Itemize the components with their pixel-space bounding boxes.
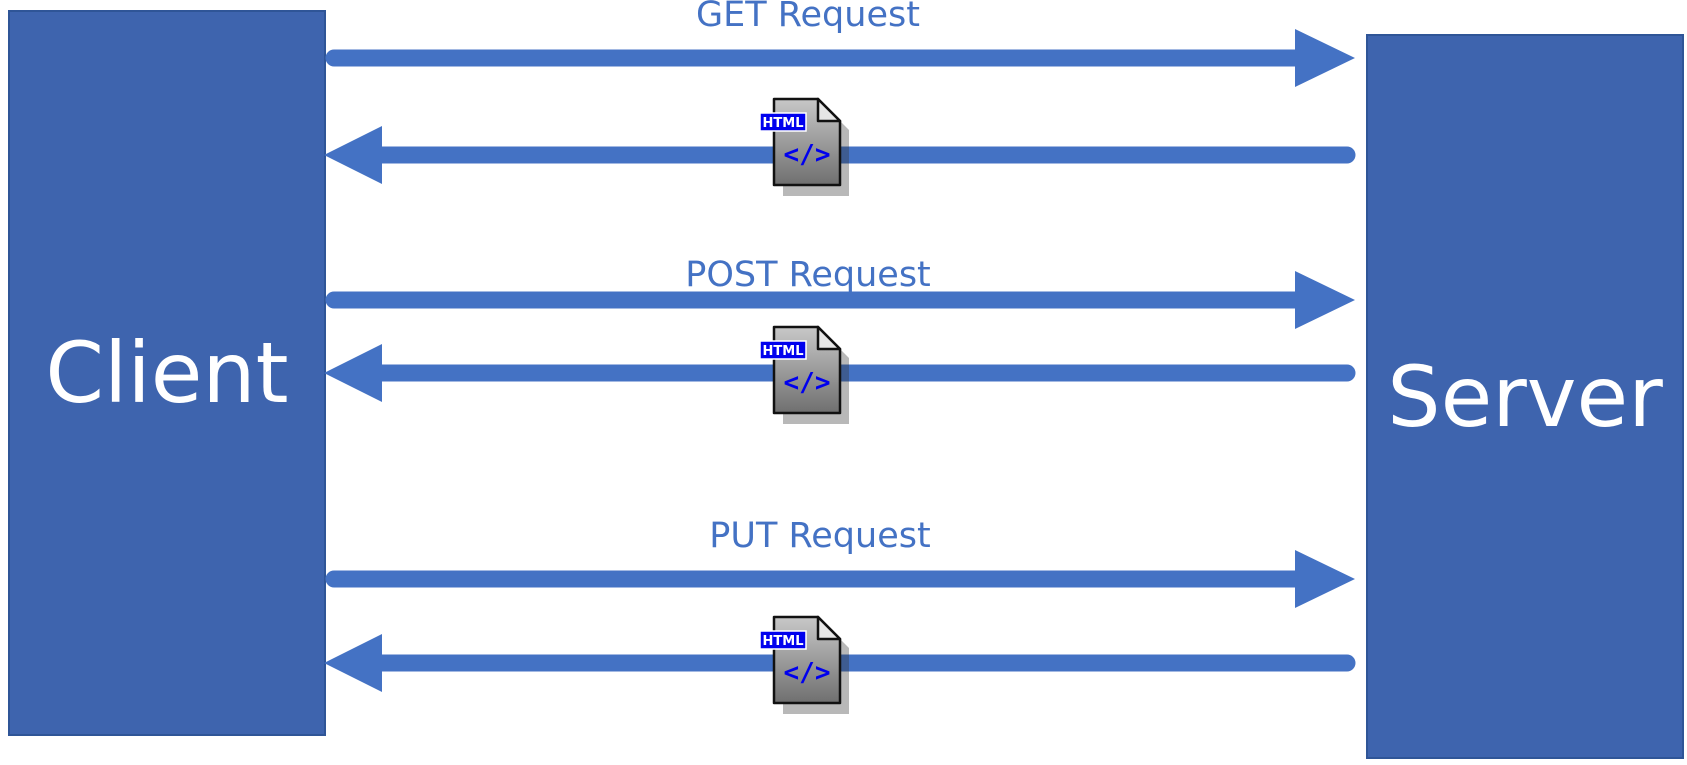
server-label: Server [1387, 347, 1663, 446]
put-request-label: PUT Request [709, 516, 931, 556]
html-file-icon: HTML </> [759, 325, 849, 424]
get-request-arrow [325, 29, 1355, 87]
server-node: Server [1366, 34, 1684, 759]
get-request-label: GET Request [696, 0, 920, 35]
client-label: Client [45, 324, 289, 422]
code-glyph: </> [784, 140, 831, 170]
code-glyph: </> [784, 368, 831, 398]
html-badge-text: HTML [763, 344, 804, 359]
post-request-label: POST Request [685, 255, 931, 295]
get-response-arrow [324, 126, 1356, 184]
client-node: Client [8, 10, 326, 736]
html-badge-text: HTML [763, 116, 804, 131]
html-file-icon: HTML </> [759, 97, 849, 196]
put-response-arrow [324, 634, 1356, 692]
post-response-arrow [324, 344, 1356, 402]
html-file-icon: HTML </> [759, 615, 849, 714]
html-badge-text: HTML [763, 634, 804, 649]
code-glyph: </> [784, 658, 831, 688]
put-request-arrow [325, 550, 1355, 608]
post-request-arrow [325, 271, 1355, 329]
